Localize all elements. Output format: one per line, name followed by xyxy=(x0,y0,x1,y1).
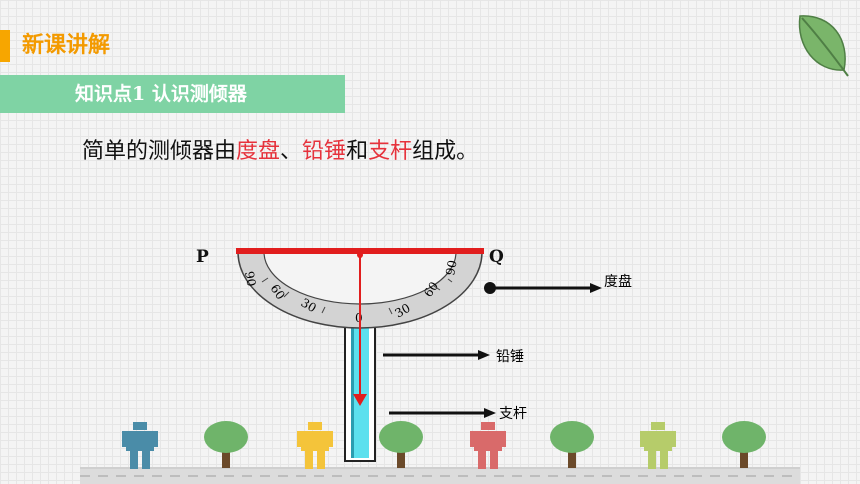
dial-tick-label: 30 xyxy=(299,295,319,315)
dial-tick-label: 30 xyxy=(393,301,413,321)
dial-pointer xyxy=(484,282,602,294)
pole-label: 支杆 xyxy=(499,406,527,422)
dial-minor-ticks xyxy=(261,277,453,315)
intro-sentence: 简单的测倾器由度盘、铅锤和支杆组成。 xyxy=(82,136,478,168)
leaf-icon xyxy=(798,15,849,77)
point-p-label: P xyxy=(196,247,209,267)
sentence-part1: 简单的测倾器由 xyxy=(82,139,237,164)
tree-icon xyxy=(379,421,423,468)
plumb-pointer xyxy=(383,350,490,360)
sight-bar xyxy=(236,248,484,254)
plumb-line xyxy=(353,252,367,406)
term-plumb: 铅锤 xyxy=(302,139,347,164)
term-dial: 度盘 xyxy=(236,139,281,164)
person-icon xyxy=(122,422,158,469)
tree-icon xyxy=(204,421,248,468)
sentence-sep1: 、 xyxy=(280,139,303,164)
knowledge-point-label: 知识点1 认识测倾器 xyxy=(75,83,247,105)
dial-tick-label: 90 xyxy=(242,270,258,287)
dial-tick-label: 90 xyxy=(443,259,459,276)
title-accent-bar xyxy=(0,30,10,62)
point-q-label: Q xyxy=(489,247,504,267)
person-icon xyxy=(297,422,333,469)
sentence-end: 组成。 xyxy=(412,139,479,164)
person-icon xyxy=(640,422,676,469)
dial-tick-label: 0 xyxy=(355,311,363,325)
tree-icon xyxy=(722,421,766,468)
ground-strip xyxy=(80,467,800,484)
sentence-sep2: 和 xyxy=(346,139,369,164)
page-title: 新课讲解 xyxy=(22,33,111,58)
tree-icon xyxy=(550,421,594,468)
person-icon xyxy=(470,422,506,469)
term-pole: 支杆 xyxy=(368,139,413,164)
plumb-label: 铅锤 xyxy=(496,349,524,365)
pole-pointer xyxy=(389,408,496,418)
dial-label: 度盘 xyxy=(604,274,632,290)
knowledge-point-banner xyxy=(0,75,345,113)
